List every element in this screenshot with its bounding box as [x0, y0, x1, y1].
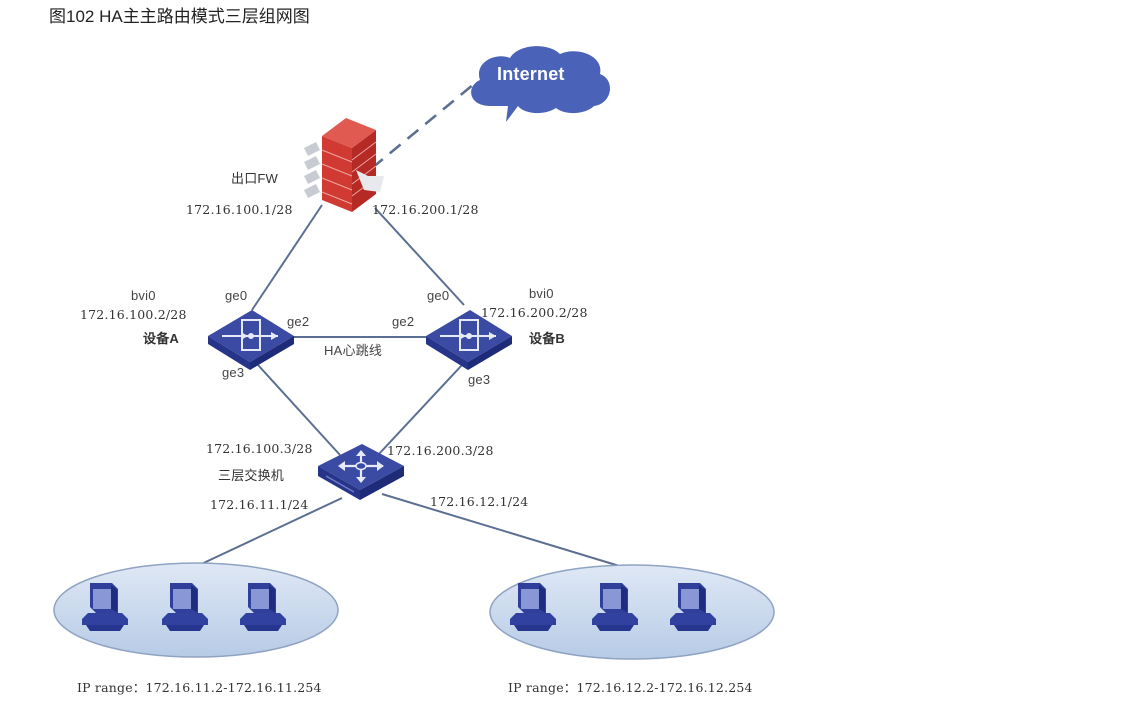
- link-switch-lan-left: [194, 497, 343, 568]
- firewall-ip-left: 172.16.100.1/28: [186, 202, 293, 217]
- internet-cloud-icon: [471, 46, 611, 122]
- link-internet-firewall: [371, 83, 475, 169]
- firewall-icon: [304, 118, 384, 212]
- device-b-router-icon: [426, 310, 512, 370]
- firewall-label: 出口FW: [231, 171, 279, 186]
- device-a-router-icon: [208, 310, 294, 370]
- device-b-port-ge3: ge3: [468, 372, 491, 387]
- link-device-b-switch: [377, 364, 463, 456]
- link-firewall-device-a: [251, 204, 323, 311]
- device-a-port-ge3: ge3: [222, 365, 245, 380]
- firewall-ip-right: 172.16.200.1/28: [372, 202, 479, 217]
- heartbeat-label: HA心跳线: [324, 343, 383, 358]
- device-a-port-ge0: ge0: [225, 288, 248, 303]
- switch-ip-up-right: 172.16.200.3/28: [387, 443, 494, 458]
- device-a-ip: 172.16.100.2/28: [80, 307, 187, 322]
- link-switch-lan-right: [381, 493, 627, 569]
- device-b-port-ge0: ge0: [427, 288, 450, 303]
- link-device-a-switch: [257, 364, 341, 456]
- l3-switch-icon: [318, 444, 404, 500]
- device-b-ip: 172.16.200.2/28: [481, 305, 588, 320]
- lan-right-ip-range: IP range：172.16.12.2-172.16.12.254: [508, 680, 753, 695]
- internet-label: Internet: [497, 64, 565, 84]
- device-b-label: 设备B: [529, 331, 565, 346]
- link-firewall-device-b: [374, 207, 465, 306]
- device-a-port-ge2: ge2: [287, 314, 310, 329]
- switch-ip-up-left: 172.16.100.3/28: [206, 441, 313, 456]
- device-a-label: 设备A: [143, 331, 179, 346]
- device-a-iface: bvi0: [131, 288, 156, 303]
- device-b-iface: bvi0: [529, 286, 554, 301]
- lan-right-group: [489, 564, 775, 660]
- device-b-port-ge2: ge2: [392, 314, 415, 329]
- switch-ip-down-right: 172.16.12.1/24: [430, 494, 529, 509]
- switch-ip-down-left: 172.16.11.1/24: [210, 497, 309, 512]
- figure-title: 图102 HA主主路由模式三层组网图: [49, 7, 310, 26]
- switch-label: 三层交换机: [218, 468, 285, 483]
- lan-left-ip-range: IP range：172.16.11.2-172.16.11.254: [77, 680, 322, 695]
- lan-left-group: [53, 562, 339, 658]
